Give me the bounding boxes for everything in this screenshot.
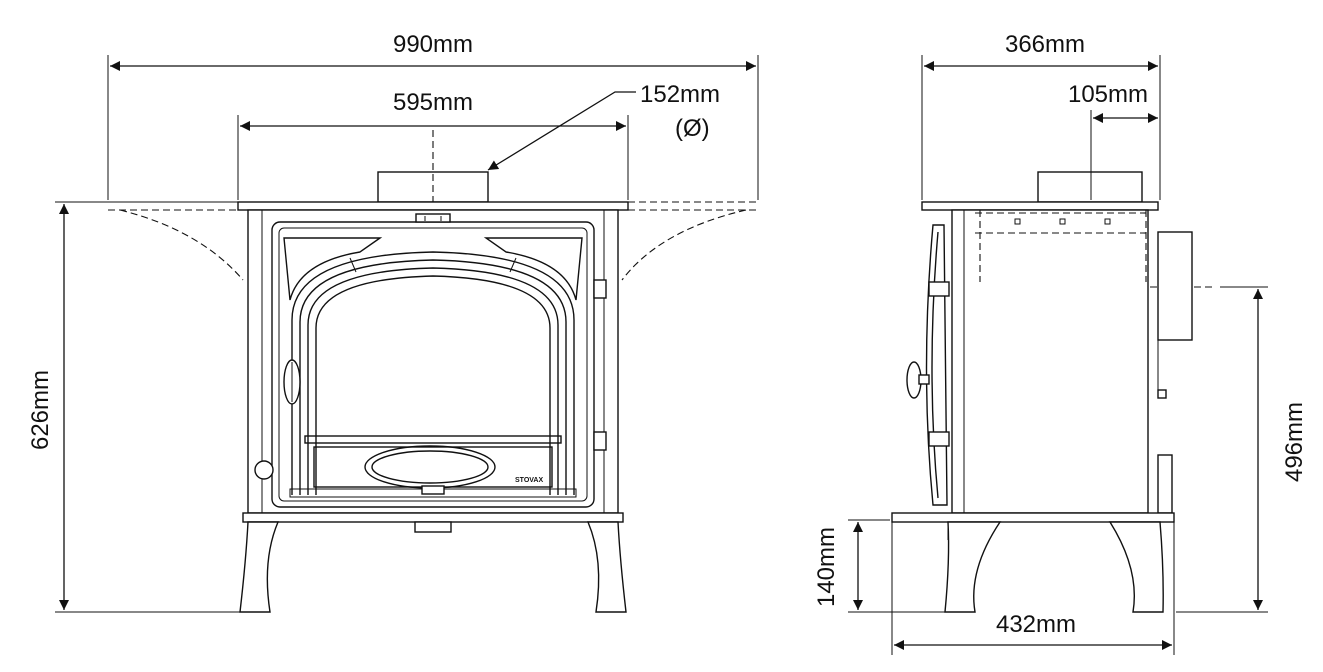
brand-badge: STOVAX	[515, 477, 543, 484]
side-dimensions: 366mm 105mm 496mm 140mm 432mm	[813, 31, 1308, 655]
height-label: 626mm	[27, 370, 54, 450]
rear-flue-height-label: 496mm	[1281, 402, 1308, 482]
depth-label: 366mm	[1005, 31, 1085, 58]
top-air-control	[415, 213, 451, 223]
flue-diameter-symbol: (Ø)	[675, 115, 710, 142]
rear-flue-outlet	[1157, 231, 1193, 341]
stove-width-label: 595mm	[393, 89, 473, 116]
hinge-top	[593, 279, 607, 299]
side-view	[891, 110, 1212, 613]
flue-diameter-label: 152mm	[640, 81, 720, 108]
stove-body	[247, 209, 619, 514]
side-door-profile	[925, 224, 948, 506]
side-body	[951, 209, 1149, 514]
heat-shield-left	[108, 201, 244, 281]
air-knob	[254, 460, 274, 480]
leg-front-left	[239, 521, 280, 613]
heat-shield-right	[621, 201, 758, 281]
top-plate	[237, 201, 629, 211]
flue-offset-label: 105mm	[1068, 81, 1148, 108]
base-plate	[242, 512, 624, 523]
overall-width-label: 990mm	[393, 31, 473, 58]
front-view: STOVAX	[108, 130, 758, 613]
arch-window	[291, 251, 575, 495]
leg-height-label: 140mm	[813, 527, 840, 607]
base-depth-label: 432mm	[996, 611, 1076, 638]
hinge-bottom	[593, 431, 607, 451]
leg-front-right	[586, 521, 627, 613]
front-dimensions: 990mm 595mm 152mm (Ø) 626mm	[27, 31, 759, 613]
